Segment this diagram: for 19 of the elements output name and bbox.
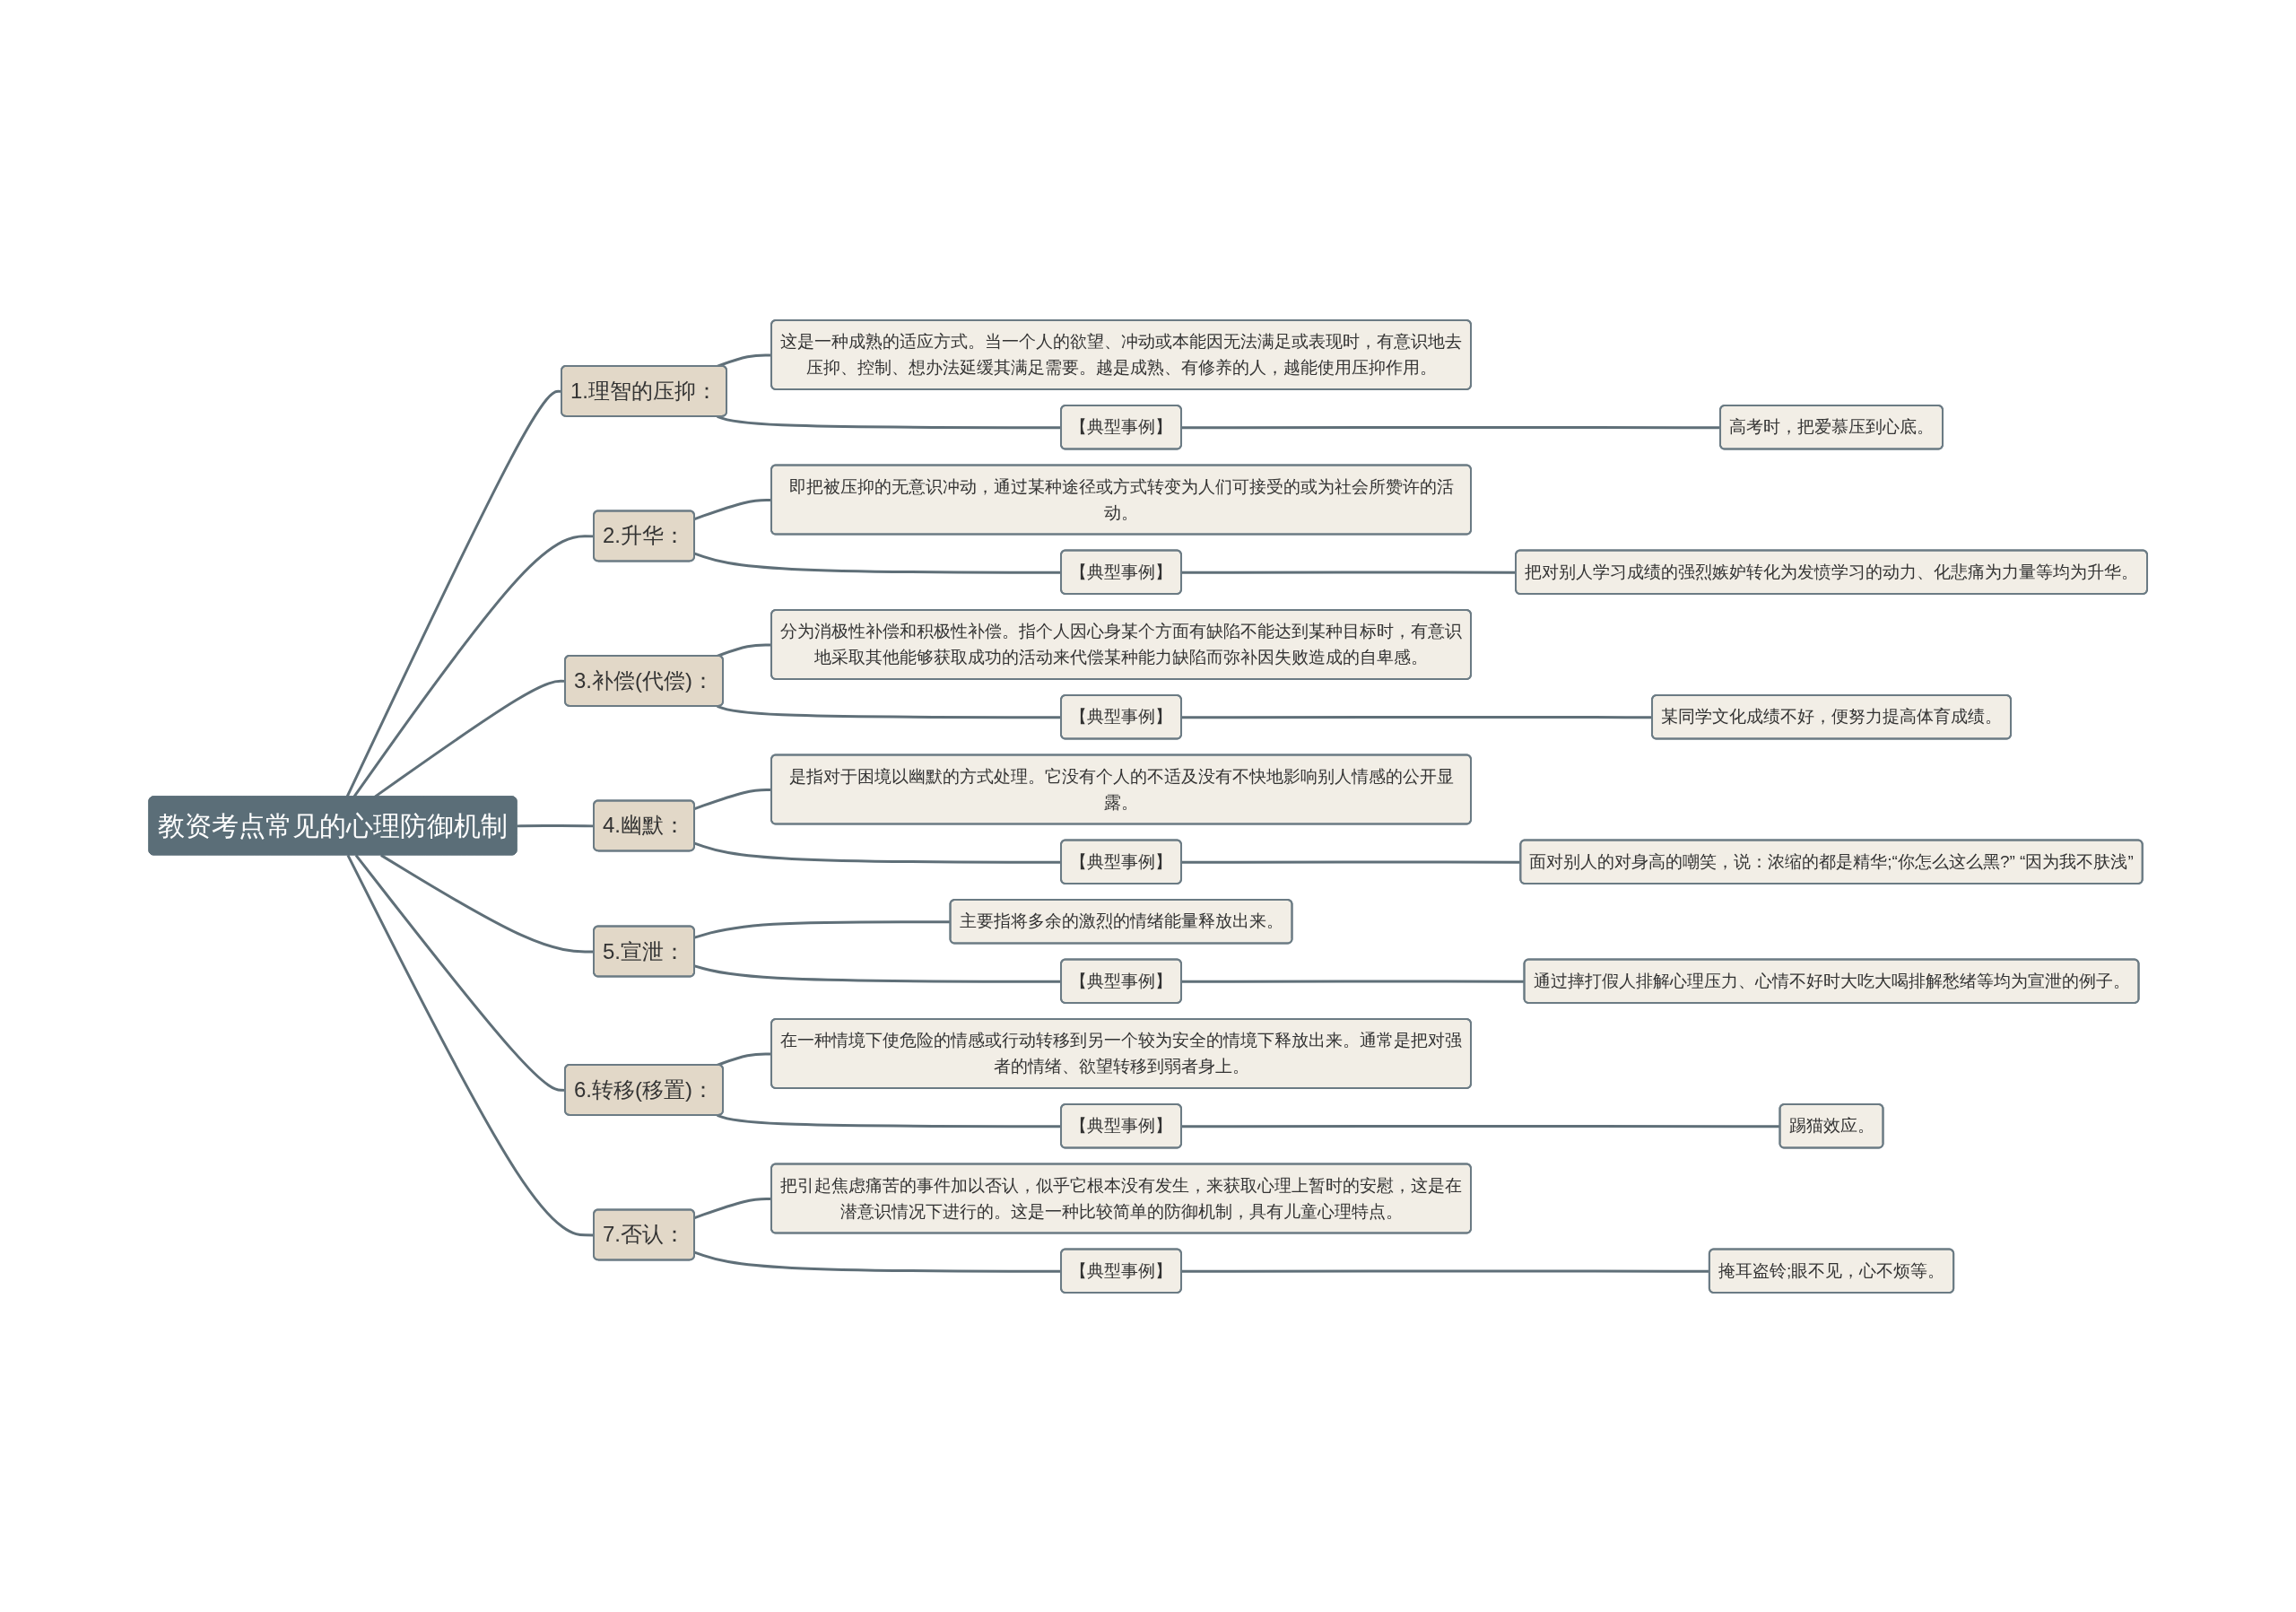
connector: [717, 1051, 772, 1067]
connector: [1181, 859, 1521, 864]
connector: [694, 1250, 1062, 1273]
connector: [717, 704, 1062, 719]
connector: [1181, 715, 1653, 719]
connector: [717, 414, 1062, 429]
connector: [694, 919, 951, 938]
connector: [1181, 570, 1517, 574]
connector: [694, 1197, 772, 1219]
connector: [694, 552, 1062, 574]
connector: [694, 963, 1062, 983]
connector: [717, 642, 772, 658]
connector: [717, 1113, 1062, 1128]
connector: [694, 841, 1062, 864]
connector: [717, 353, 772, 368]
connector: [1181, 425, 1721, 429]
connector: [694, 498, 772, 520]
connector: [694, 788, 772, 810]
connector: [1181, 1124, 1780, 1128]
